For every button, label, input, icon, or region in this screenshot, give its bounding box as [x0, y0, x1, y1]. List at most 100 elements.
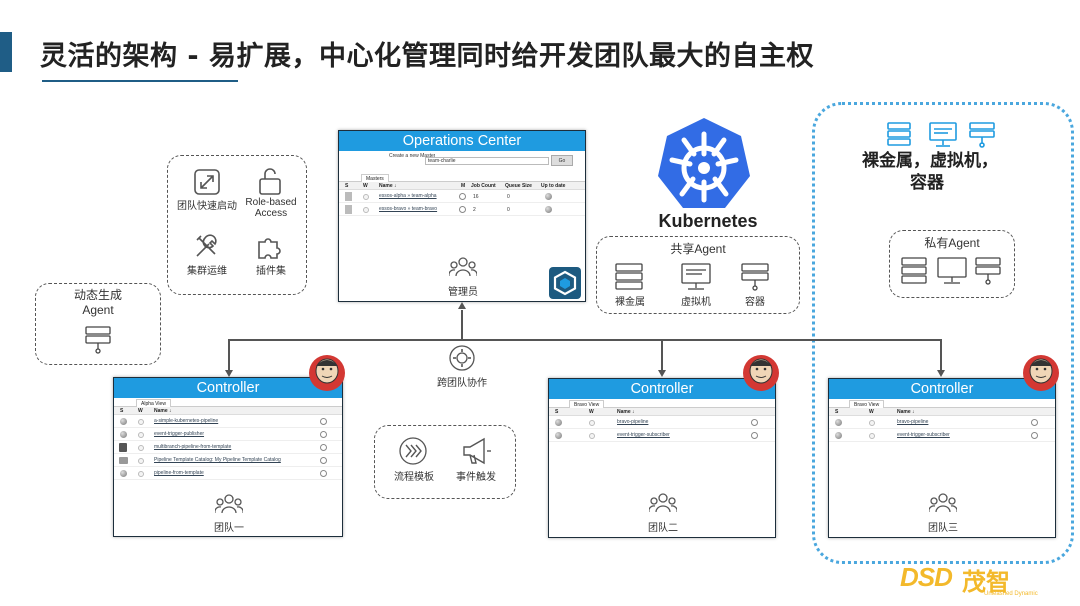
weather-icon [363, 206, 369, 213]
controller-tabbar: Bravo View [829, 399, 1055, 408]
table-row[interactable]: bravo-pipeline [829, 416, 1055, 429]
schedule-icon[interactable] [320, 444, 327, 451]
schedule-icon[interactable] [320, 418, 327, 425]
job-link[interactable]: event-trigger-subscriber [897, 432, 950, 438]
controller-table-header: S W Name ↓ [114, 407, 342, 415]
private-agent-group [889, 230, 1015, 298]
schedule-icon[interactable] [320, 470, 327, 477]
quick-start-icon [194, 169, 220, 195]
unlock-icon [259, 168, 281, 195]
ops-connector-vertical [461, 310, 463, 340]
controller-tabbar: Alpha View [114, 398, 342, 407]
megaphone-icon [463, 437, 491, 465]
col-m[interactable]: M [461, 183, 466, 189]
col-job-count[interactable]: Job Count [471, 183, 496, 189]
weather-icon [869, 432, 875, 439]
table-row[interactable]: event-trigger-subscriber [549, 429, 775, 442]
tab-view[interactable]: Bravo View [569, 400, 605, 408]
controller-table-header: S W Name ↓ [829, 408, 1055, 416]
table-row[interactable]: a-simple-kubernetes-pipeline [114, 415, 342, 428]
job-link[interactable]: event-trigger-subscriber [617, 432, 670, 438]
job-count: 16 [473, 194, 479, 200]
cloudbees-logo-icon [549, 267, 581, 299]
team-label: 团队二 [648, 523, 678, 534]
table-row[interactable]: multibranch-pipeline-from-template [114, 441, 342, 454]
controller-window-2: Controller Bravo View S W Name ↓ bravo-p… [548, 378, 776, 538]
col-w[interactable]: W [869, 409, 874, 415]
private-infra-icons [887, 122, 995, 148]
col-s[interactable]: S [555, 409, 559, 415]
team-label: 团队三 [928, 523, 958, 534]
col-w[interactable]: W [589, 409, 594, 415]
master-status-icon [345, 205, 352, 214]
col-w[interactable]: W [363, 183, 368, 189]
job-link[interactable]: a-simple-kubernetes-pipeline [154, 418, 219, 424]
pipeline-template-label: 流程模板 [394, 472, 434, 483]
col-name[interactable]: Name ↓ [379, 183, 397, 189]
job-link[interactable]: bravo-pipeline [897, 419, 929, 425]
col-name[interactable]: Name ↓ [617, 409, 635, 415]
controller-title: Controller [549, 379, 775, 399]
master-link[interactable]: essos-alpha » team-alpha [379, 193, 437, 199]
col-name[interactable]: Name ↓ [897, 409, 915, 415]
tab-view[interactable]: Alpha View [136, 399, 171, 407]
table-row[interactable]: essos-alpha » team-alpha 16 0 [339, 190, 585, 203]
job-link[interactable]: multibranch-pipeline-from-template [154, 444, 232, 450]
feature-group [167, 155, 307, 295]
create-master-go-button[interactable]: Go [551, 155, 573, 166]
operations-center-title: Operations Center [339, 131, 585, 151]
puzzle-icon [258, 238, 281, 259]
manage-icon[interactable] [459, 206, 466, 213]
tab-masters[interactable]: Masters [361, 174, 389, 182]
job-link[interactable]: Pipeline Template Catalog: My Pipeline T… [154, 457, 281, 463]
folder-icon [119, 457, 128, 464]
kubernetes-logo-icon [658, 118, 750, 208]
schedule-icon[interactable] [751, 432, 758, 439]
schedule-icon[interactable] [1031, 432, 1038, 439]
job-link[interactable]: event-trigger-publisher [154, 431, 205, 437]
col-up-to-date[interactable]: Up to date [541, 183, 566, 189]
team-icon [929, 493, 957, 513]
col-w[interactable]: W [138, 408, 143, 414]
table-row[interactable]: event-trigger-subscriber [829, 429, 1055, 442]
schedule-icon[interactable] [320, 431, 327, 438]
jenkins-logo-icon [743, 355, 779, 391]
weather-icon [869, 419, 875, 426]
weather-icon [138, 457, 144, 464]
team-icon [649, 493, 677, 513]
table-row[interactable]: essos-bravo » team-bravo 2 0 [339, 203, 585, 216]
agent-server-icon [85, 326, 111, 354]
table-row[interactable]: pipeline-from-template [114, 467, 342, 480]
col-s[interactable]: S [120, 408, 124, 414]
col-name[interactable]: Name ↓ [154, 408, 172, 414]
private-area-border [812, 102, 1074, 564]
collaboration-gear-icon [449, 345, 475, 371]
schedule-icon[interactable] [751, 419, 758, 426]
job-link[interactable]: pipeline-from-template [154, 470, 204, 476]
table-row[interactable]: event-trigger-publisher [114, 428, 342, 441]
job-link[interactable]: bravo-pipeline [617, 419, 649, 425]
create-master-input[interactable]: team-charlie [425, 157, 549, 165]
master-link[interactable]: essos-bravo » team-bravo [379, 206, 438, 212]
manage-icon[interactable] [459, 193, 466, 200]
brand-tagline: Unleashed Dynamic [984, 591, 1038, 597]
col-queue-size[interactable]: Queue Size [505, 183, 532, 189]
connector-team1 [228, 339, 230, 371]
table-row[interactable]: Pipeline Template Catalog: My Pipeline T… [114, 454, 342, 467]
col-s[interactable]: S [835, 409, 839, 415]
status-ball-icon [555, 419, 562, 426]
weather-icon [138, 444, 144, 451]
bus-line [228, 339, 942, 341]
connector-team2 [661, 339, 663, 371]
schedule-icon[interactable] [320, 457, 327, 464]
multibranch-icon [119, 443, 127, 452]
table-row[interactable]: bravo-pipeline [549, 416, 775, 429]
tab-view[interactable]: Bravo View [849, 400, 885, 408]
weather-icon [138, 431, 144, 438]
col-s[interactable]: S [345, 183, 349, 189]
schedule-icon[interactable] [1031, 419, 1038, 426]
slide-title: 灵活的架构 - 易扩展，中心化管理同时给开发团队最大的自主权 [40, 41, 815, 72]
feature-plugins-label: 插件集 [256, 266, 286, 277]
brand-logo-text: DSD [900, 562, 953, 592]
controller-title: Controller [114, 378, 342, 398]
